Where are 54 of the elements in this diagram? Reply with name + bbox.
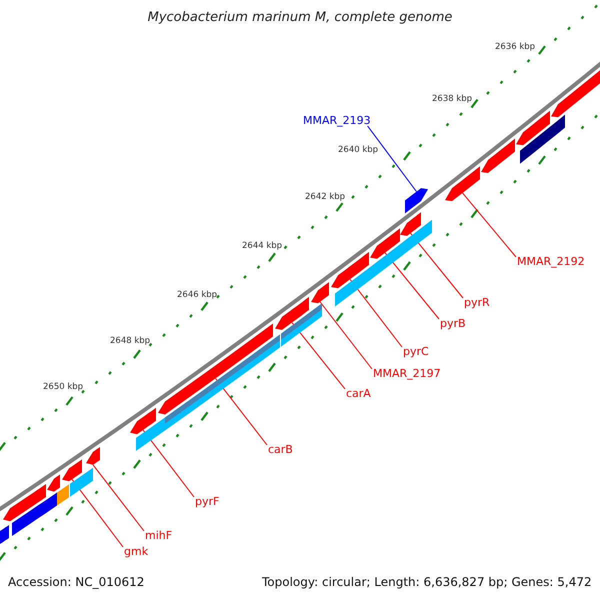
gene-feature xyxy=(57,484,69,506)
title: Mycobacterium marinum M, complete genome xyxy=(146,11,454,24)
scale-label: 2648 kbp xyxy=(110,337,150,346)
info-text: Topology: circular; Length: 6,636,827 bp; Genes: 5,472 xyxy=(262,576,592,588)
gene-label: gmk xyxy=(124,546,148,557)
gene-feature xyxy=(311,282,329,304)
gene-feature xyxy=(275,296,309,330)
gene-feature xyxy=(516,110,550,146)
leader-line xyxy=(410,232,464,298)
gene-label: pyrC xyxy=(403,346,429,357)
gene-feature xyxy=(335,220,432,306)
gene-label: pyrB xyxy=(440,318,466,329)
gene-feature xyxy=(400,212,421,236)
gene-label: MMAR_2193 xyxy=(303,115,371,126)
gene-feature xyxy=(86,447,100,465)
leader-line xyxy=(384,252,440,320)
gene-label: MMAR_2192 xyxy=(517,256,585,267)
scale-label: 2650 kbp xyxy=(43,383,84,392)
gene-feature xyxy=(445,166,480,202)
leader-line xyxy=(92,464,144,532)
gene-feature xyxy=(405,188,428,214)
gene-label: carA xyxy=(346,388,371,399)
leader-line xyxy=(320,301,372,370)
scale-label: 2642 kbp xyxy=(305,193,346,202)
scale-label: 2646 kbp xyxy=(177,291,218,300)
gene-feature xyxy=(370,228,400,259)
leader-line xyxy=(215,378,268,446)
leader-line xyxy=(292,322,346,390)
gene-feature xyxy=(70,468,93,497)
gene-feature xyxy=(331,252,369,288)
gene-label: MMAR_2197 xyxy=(373,368,441,379)
leader-line xyxy=(142,429,194,498)
gene-feature xyxy=(158,324,273,414)
gene-feature xyxy=(12,492,57,536)
gene-feature xyxy=(520,114,565,164)
gene-feature xyxy=(3,484,46,522)
scale-label: 2638 kbp xyxy=(432,95,472,104)
scale-label: 2636 kbp xyxy=(495,43,536,52)
gene-label: pyrF xyxy=(195,496,220,507)
gene-label: carB xyxy=(268,444,293,455)
leader-line xyxy=(462,192,516,258)
gene-feature xyxy=(47,474,60,492)
scale-label: 2644 kbp xyxy=(242,242,282,250)
leader-line xyxy=(350,278,402,348)
gene-label: pyrR xyxy=(464,297,490,308)
gene-feature xyxy=(130,408,156,434)
leader-line xyxy=(72,478,124,548)
gene-feature xyxy=(481,138,515,173)
gene-feature xyxy=(281,303,322,347)
info-text: Accession: NC_010612 xyxy=(8,576,144,588)
gene-label: mihF xyxy=(145,530,172,541)
gene-feature xyxy=(62,459,82,482)
scale-label: 2640 kbp xyxy=(338,146,378,154)
leader-line xyxy=(367,126,417,192)
